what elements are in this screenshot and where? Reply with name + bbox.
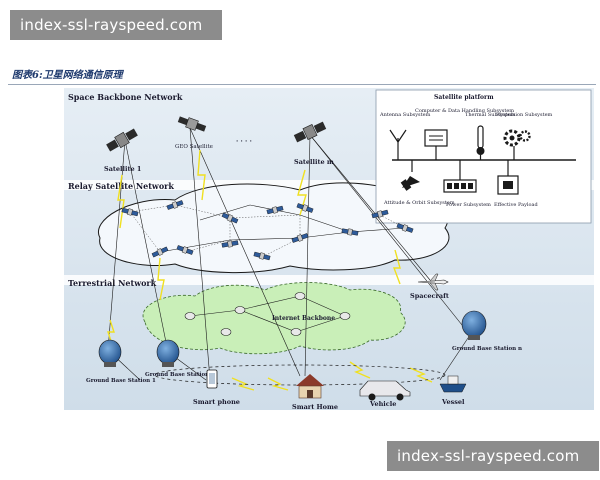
spacecraft-icon <box>417 273 449 291</box>
section-label-space: Space Backbone Network <box>68 92 183 102</box>
vessel-label: Vessel <box>441 398 465 406</box>
subsystem-label-payload: Effective Payload <box>494 202 538 208</box>
gear-icon <box>503 129 531 160</box>
subsystem-label-attitude: Attitude & Orbit Subsystem <box>383 200 455 206</box>
vessel-icon <box>439 375 467 393</box>
section-label-terrestrial: Terrestrial Network <box>68 278 157 288</box>
thermometer-icon <box>476 125 485 160</box>
satellite-m-label: Satellite m <box>294 158 334 166</box>
subsystem-label-thermal: Thermal Subsystem <box>465 112 516 118</box>
relay-satellite-icon <box>396 223 414 233</box>
internet-backbone-label: Internet Backbone <box>272 315 335 322</box>
satellite-m-icon <box>293 121 327 143</box>
relay-satellite-icon <box>151 246 169 258</box>
router-icon <box>294 292 306 300</box>
relay-satellites <box>121 200 414 261</box>
router-icon <box>220 328 232 336</box>
relay-satellite-icon <box>176 245 194 255</box>
router-nodes <box>184 292 351 336</box>
platform-title: Satellite platform <box>434 94 494 101</box>
relay-satellite-icon <box>121 207 139 217</box>
ground-station-2-icon <box>156 339 180 367</box>
relay-satellite-icon <box>221 240 239 248</box>
relay-satellite-icon <box>296 203 314 213</box>
smart-home-icon <box>296 374 324 399</box>
ground-station-n-label: Ground Base Station n <box>452 346 522 352</box>
ground-station-n-icon <box>461 310 487 340</box>
watermark-top: index-ssl-rayspeed.com <box>10 10 222 40</box>
relay-satellite-icon <box>371 209 389 219</box>
vehicle-icon <box>359 380 411 401</box>
vehicle-label: Vehicle <box>369 400 396 408</box>
antenna-icon <box>389 129 407 160</box>
battery-icon <box>443 160 477 193</box>
subsystem-label-power: Power Subsystem <box>446 202 491 208</box>
caption-divider <box>8 84 596 85</box>
payload-chip-icon <box>497 160 519 195</box>
router-icon <box>290 328 302 336</box>
relay-satellite-icon <box>166 200 184 210</box>
satellite-dish-icon <box>400 160 420 191</box>
satellite-1-icon <box>106 128 138 152</box>
router-icon <box>339 312 351 320</box>
smart-home-label: Smart Home <box>292 403 338 411</box>
relay-satellite-icon <box>253 251 271 261</box>
smart-phone-label: Smart phone <box>193 398 240 406</box>
subsystem-label-antenna: Antenna Subsystem <box>379 112 431 118</box>
relay-satellite-icon <box>266 205 284 215</box>
subsystem-label-propulsion: Propulsion Subsystem <box>496 112 553 118</box>
ground-station-1-icon <box>98 339 122 367</box>
band-terrestrial <box>64 275 594 285</box>
geo-satellite-icon <box>177 116 207 132</box>
platform-frame <box>375 89 592 224</box>
ground-station-2-label: Ground Base Station 2 <box>145 372 215 378</box>
router-icon <box>234 306 246 314</box>
relay-satellite-icon <box>291 233 309 243</box>
internet-backbone-text: Internet Backbone <box>272 315 335 322</box>
subsystem-label-computer: Computer & Data Handling Subsystem <box>415 108 514 114</box>
link-lines <box>107 127 471 381</box>
satellite-1-label: Satellite 1 <box>104 165 141 173</box>
smart-phone-icon <box>206 369 218 389</box>
computer-icon <box>424 129 448 160</box>
space-ellipsis: · · · · <box>236 137 252 145</box>
spacecraft-label: Spacecraft <box>410 292 449 300</box>
ground-station-1-label: Ground Base Station 1 <box>86 378 156 384</box>
watermark-bottom: index-ssl-rayspeed.com <box>387 441 599 471</box>
figure-caption: 图表6:卫星网络通信原理 <box>12 70 123 81</box>
geo-satellite-label: GEO Satellite <box>175 144 213 150</box>
router-icon <box>184 312 196 320</box>
relay-satellite-icon <box>221 212 239 224</box>
satellite-platform-panel: Satellite platform Antenna Subsystem Com… <box>375 89 592 224</box>
relay-satellite-icon <box>341 228 359 236</box>
